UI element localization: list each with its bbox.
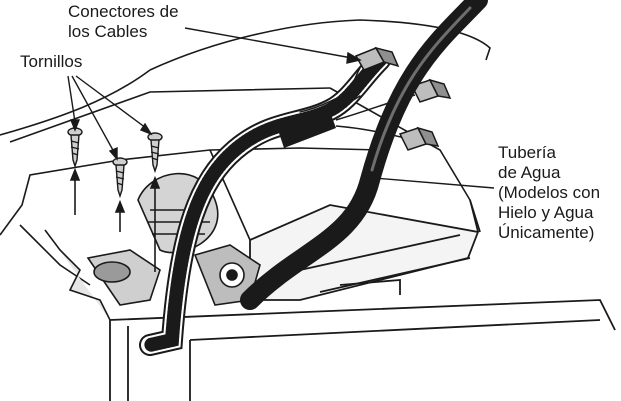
screw-middle: [112, 157, 128, 199]
label-water-tubing: Tubería de Agua (Modelos con Hielo y Agu…: [498, 143, 601, 242]
wire-connector-bottom: [398, 126, 440, 151]
label-wire-connectors: Conectores de los Cables: [68, 2, 179, 41]
hinge-cover: [0, 19, 491, 143]
screw-placement-arrows: [69, 167, 161, 272]
tubing-leader-line: [364, 172, 495, 189]
screw-left: [67, 127, 83, 169]
screws-leader-lines: [67, 75, 153, 161]
front-panel: [109, 199, 616, 401]
screw-right: [147, 132, 163, 174]
label-screws: Tornillos: [20, 52, 83, 71]
water-tubing: [240, 0, 488, 310]
wire-connector-top: [354, 46, 400, 71]
gear-assembly: [44, 172, 261, 321]
connectors-leader-line: [184, 27, 362, 64]
wire-sleeve: [278, 112, 336, 148]
